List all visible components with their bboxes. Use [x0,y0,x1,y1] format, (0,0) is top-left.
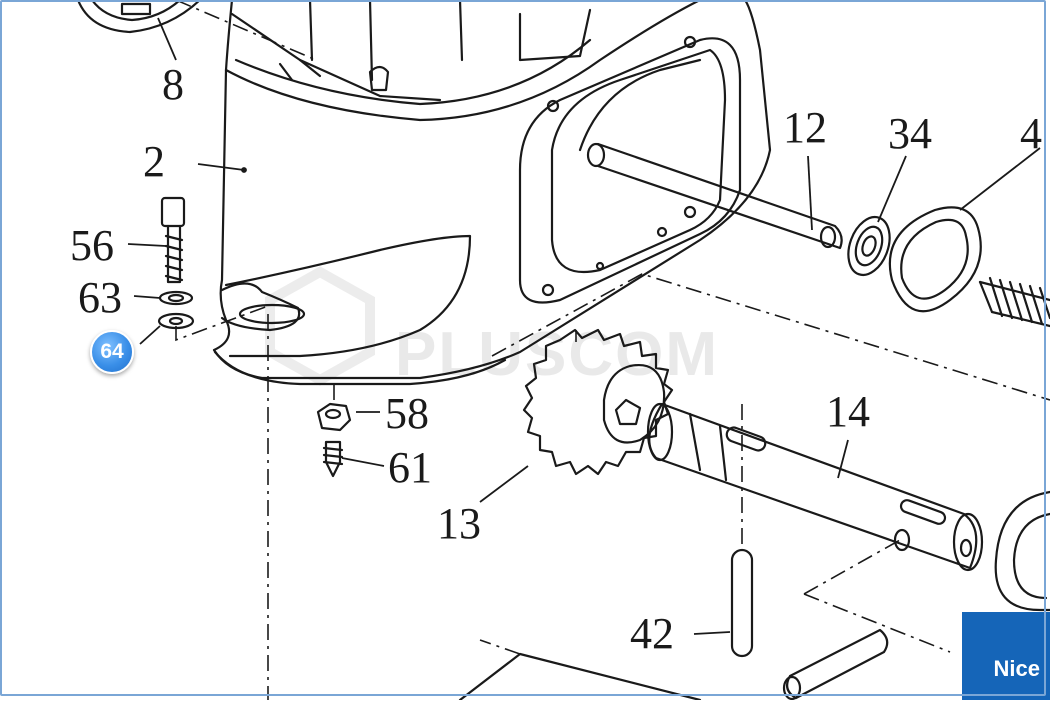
shaft-part-14 [646,402,984,572]
brand-logo: Nice [962,612,1050,700]
label-part-58: 58 [385,389,429,438]
label-part-42: 42 [630,609,674,658]
washer-part-63 [158,290,194,306]
housing-part-2 [212,0,772,386]
label-part-61: 61 [388,443,432,492]
watermark: PLUSCOM [265,266,719,389]
leader-lines [127,17,1041,635]
label-part-4: 4 [1020,109,1042,158]
label-part-63: 63 [78,273,122,322]
label-part-12: 12 [783,103,827,152]
screw-part-61 [322,440,344,478]
part-8-fragment [76,0,202,34]
base-plate-lines [458,652,702,702]
label-part-13: 13 [437,499,481,548]
pin-bottom [782,628,889,701]
label-part-8: 8 [162,60,184,109]
nut-part-58 [316,402,352,432]
pin-part-42 [730,548,754,658]
watermark-text: PLUSCOM [395,320,719,389]
part-labels: 8 2 56 63 12 34 4 58 61 14 13 42 [70,60,1042,658]
label-part-14: 14 [826,387,870,436]
washer-part-64 [157,312,195,330]
selected-part-badge[interactable]: 64 [90,330,134,374]
shaft-part-12 [586,142,843,250]
assembly-axes [175,0,1050,700]
label-part-34: 34 [888,109,932,158]
spring [978,276,1050,328]
gear-part-13 [522,328,674,476]
disc-right [994,490,1050,612]
label-part-2: 2 [143,137,165,186]
bearing-part-34 [847,215,891,277]
gasket-part-4 [888,206,982,313]
screw-part-56 [160,196,186,284]
label-part-56: 56 [70,221,114,270]
